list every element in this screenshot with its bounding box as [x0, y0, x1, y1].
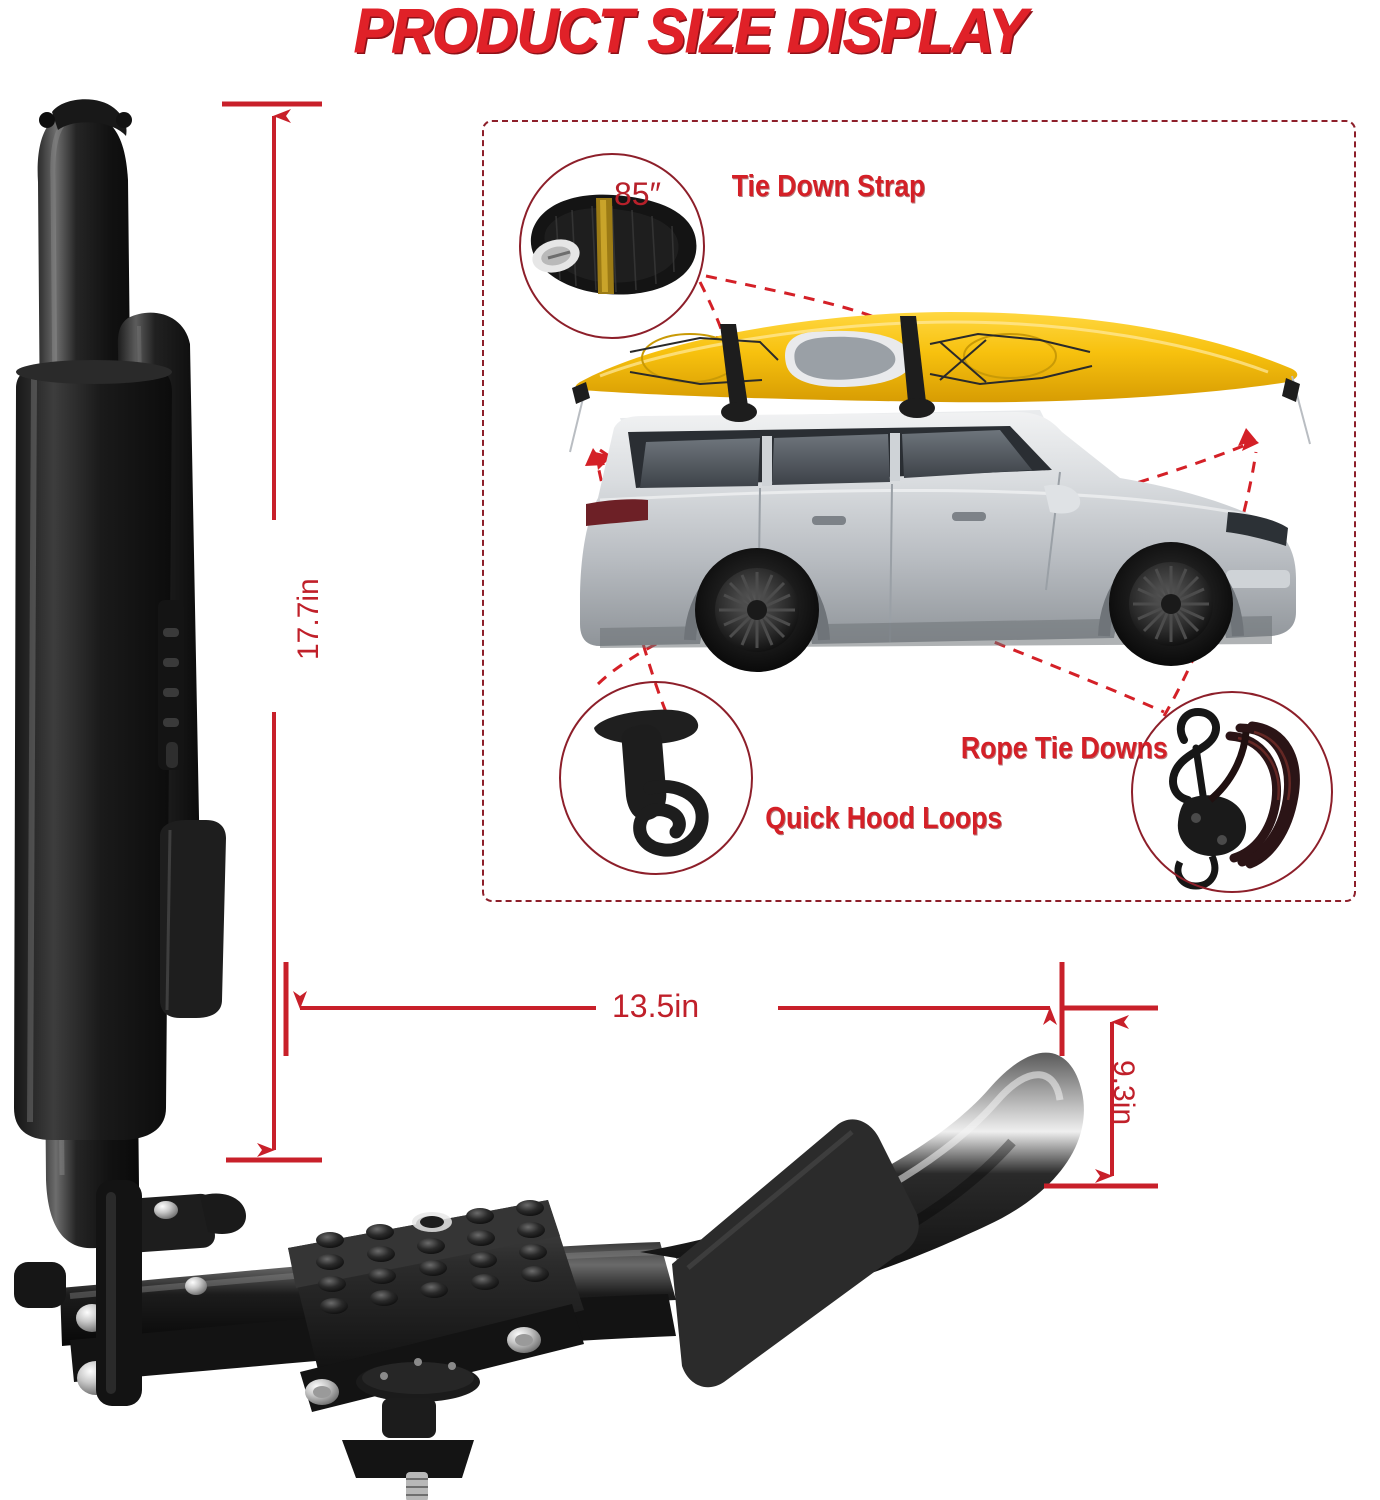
application-panel [482, 120, 1356, 902]
tie-down-strap-label: Tie Down Strap [731, 168, 926, 203]
base-plate [300, 1304, 584, 1412]
wheel-front [1109, 542, 1233, 666]
coiled-strap-icon [530, 194, 697, 295]
tie-down-strap-on-kayak [720, 316, 935, 422]
adjuster-strip [158, 600, 184, 770]
hex-bolt [507, 1327, 541, 1353]
quick-hood-loops-circle [559, 681, 753, 875]
tie-down-strap-measure: 85″ [614, 176, 661, 212]
rope-ratchet-icon [1169, 707, 1300, 890]
suv-illustration [580, 410, 1296, 672]
rope-tie-downs-circle [1131, 691, 1333, 893]
t-knob [342, 1398, 474, 1500]
foam-collar [160, 820, 226, 1018]
clamp-hardware [14, 1180, 246, 1406]
rope-tie-downs-label: Rope Tie Downs [960, 730, 1168, 765]
quick-hood-loops-label: Quick Hood Loops [765, 800, 1003, 835]
rubber-grip-pad [288, 1200, 584, 1378]
hex-bolt [305, 1379, 339, 1405]
foam-pad-upright [14, 360, 172, 1140]
wheel-rear [695, 548, 819, 672]
dimension-height [222, 101, 322, 1163]
hook-foam-sleeve [672, 1119, 919, 1388]
page-title: PRODUCT SIZE DISPLAY [353, 0, 1027, 67]
hood-loop-icon [594, 709, 709, 857]
kayak-illustration [569, 312, 1311, 453]
tie-down-strap-circle [519, 153, 705, 339]
dimension-depth [1044, 1005, 1158, 1189]
dimension-width-label: 13.5in [612, 988, 700, 1024]
